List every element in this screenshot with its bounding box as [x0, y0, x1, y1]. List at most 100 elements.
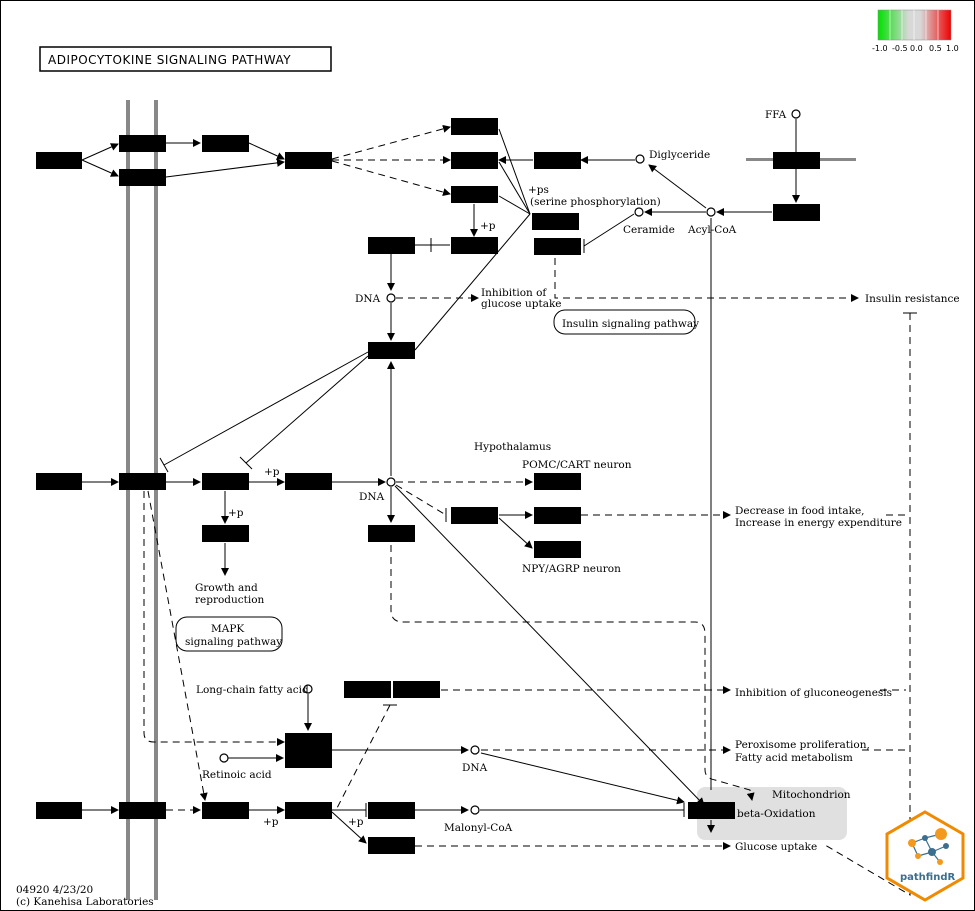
- label-plus-p: +p: [264, 466, 280, 478]
- gene-box[interactable]: [202, 473, 249, 490]
- footer-code: 04920 4/23/20: [16, 884, 93, 896]
- label-inhibition-glucose-2: glucose uptake: [481, 298, 562, 310]
- page-title: ADIPOCYTOKINE SIGNALING PATHWAY: [48, 53, 291, 67]
- compound-ceramide[interactable]: [634, 207, 644, 217]
- label-plus-p: +p: [228, 507, 244, 519]
- gene-box[interactable]: [368, 342, 415, 359]
- gene-box[interactable]: [202, 802, 249, 819]
- gene-box[interactable]: [285, 152, 332, 169]
- label-insulin-pathway[interactable]: Insulin signaling pathway: [562, 318, 699, 330]
- gene-box[interactable]: [393, 681, 440, 698]
- label-plus-p: +p: [263, 816, 279, 828]
- compound-acyl-coa[interactable]: [706, 207, 716, 217]
- gene-box[interactable]: [451, 507, 498, 524]
- gene-box[interactable]: [368, 837, 415, 854]
- footer-copyright: (c) Kanehisa Laboratories: [16, 896, 154, 908]
- label-fatty-acid-metabolism: Fatty acid metabolism: [735, 752, 853, 764]
- gene-box[interactable]: [368, 237, 415, 254]
- gene-box[interactable]: [451, 152, 498, 169]
- color-legend: -1.0 -0.5 0.0 0.5 1.0: [872, 9, 959, 53]
- label-pomc-cart: POMC/CART neuron: [522, 459, 632, 471]
- label-retinoic-acid: Retinoic acid: [202, 769, 272, 781]
- label-ffa: FFA: [765, 109, 787, 121]
- label-acyl-coa: Acyl-CoA: [687, 224, 737, 236]
- gene-box[interactable]: [534, 152, 581, 169]
- gene-box[interactable]: [36, 152, 82, 169]
- label-mapk-pathway[interactable]: signaling pathway: [185, 636, 282, 648]
- dna-node[interactable]: [386, 293, 396, 303]
- gene-box[interactable]: [773, 152, 820, 169]
- gene-box[interactable]: [451, 237, 498, 254]
- gene-box[interactable]: [534, 541, 581, 558]
- gene-box[interactable]: [368, 802, 415, 819]
- label-npy-agrp: NPY/AGRP neuron: [522, 563, 621, 575]
- mitochondrion-compartment: [697, 787, 847, 840]
- gene-box[interactable]: [119, 473, 166, 490]
- label-plus-p: +p: [348, 816, 364, 828]
- label-mapk[interactable]: MAPK: [211, 623, 244, 635]
- compound-diglyceride[interactable]: [635, 154, 645, 164]
- gene-box[interactable]: [202, 525, 249, 542]
- gene-box[interactable]: [773, 204, 820, 221]
- legend-tick: 1.0: [946, 44, 959, 53]
- gene-box[interactable]: [534, 238, 581, 255]
- label-growth: Growth and: [195, 582, 258, 594]
- label-hypothalamus: Hypothalamus: [474, 441, 551, 453]
- legend-tick: 0.0: [910, 44, 923, 53]
- gene-box[interactable]: [451, 186, 498, 203]
- gene-box[interactable]: [688, 802, 735, 819]
- gene-box[interactable]: [534, 473, 581, 490]
- gene-box[interactable]: [202, 135, 249, 152]
- label-peroxisome: Peroxisome proliferation,: [735, 739, 870, 751]
- label-decrease-food: Decrease in food intake,: [735, 505, 865, 517]
- dna-node[interactable]: [386, 477, 396, 487]
- gene-box[interactable]: [119, 802, 166, 819]
- legend-tick: -0.5: [892, 44, 908, 53]
- gene-box[interactable]: [534, 507, 581, 524]
- compound-malonyl-coa[interactable]: [470, 805, 480, 815]
- compound-long-chain-fatty-acid[interactable]: [303, 684, 313, 694]
- compound-retinoic-acid[interactable]: [219, 753, 229, 763]
- edges: [81, 119, 917, 896]
- dna-node[interactable]: [470, 745, 480, 755]
- membrane-line: [126, 100, 130, 900]
- legend-tick: -1.0: [872, 44, 888, 53]
- gene-box[interactable]: [119, 135, 166, 152]
- compound-ffa[interactable]: [791, 109, 801, 119]
- title-box: [39, 46, 332, 72]
- gene-box[interactable]: [532, 213, 579, 230]
- label-plus-p: +p: [480, 220, 496, 232]
- logo-text: pathfindR: [900, 872, 955, 883]
- label-inhibition-glucose: Inhibition of: [481, 287, 547, 299]
- gene-boxes: [36, 118, 820, 854]
- gene-box[interactable]: [451, 118, 498, 135]
- label-diglyceride: Diglyceride: [649, 149, 710, 161]
- label-beta-oxidation: beta-Oxidation: [737, 808, 816, 820]
- mapk-pathway-link[interactable]: [175, 616, 283, 652]
- label-increase-energy: Increase in energy expenditure: [735, 517, 902, 529]
- label-insulin-resistance: Insulin resistance: [865, 293, 960, 305]
- label-malonyl-coa: Malonyl-CoA: [444, 822, 513, 834]
- gene-box[interactable]: [368, 525, 415, 542]
- gene-box[interactable]: [36, 473, 82, 490]
- legend-tick: 0.5: [929, 44, 942, 53]
- insulin-pathway-link[interactable]: [553, 309, 696, 335]
- gene-box[interactable]: [119, 169, 166, 186]
- label-dna: DNA: [355, 293, 381, 305]
- label-dna: DNA: [359, 491, 385, 503]
- label-ceramide: Ceramide: [623, 224, 675, 236]
- gene-box[interactable]: [285, 473, 332, 490]
- compound-nodes: [219, 109, 801, 815]
- gene-box[interactable]: [285, 733, 332, 768]
- label-mitochondrion: Mitochondrion: [772, 789, 851, 801]
- label-serine-phosphorylation: (serine phosphorylation): [530, 196, 661, 208]
- gene-box[interactable]: [344, 681, 391, 698]
- label-reproduction: reproduction: [195, 594, 265, 606]
- gene-box[interactable]: [285, 802, 332, 819]
- gene-box[interactable]: [36, 802, 82, 819]
- label-ps: +ps: [528, 184, 549, 196]
- label-long-chain-fatty-acid: Long-chain fatty acid: [196, 684, 309, 696]
- pathfindr-logo: pathfindR: [885, 810, 965, 902]
